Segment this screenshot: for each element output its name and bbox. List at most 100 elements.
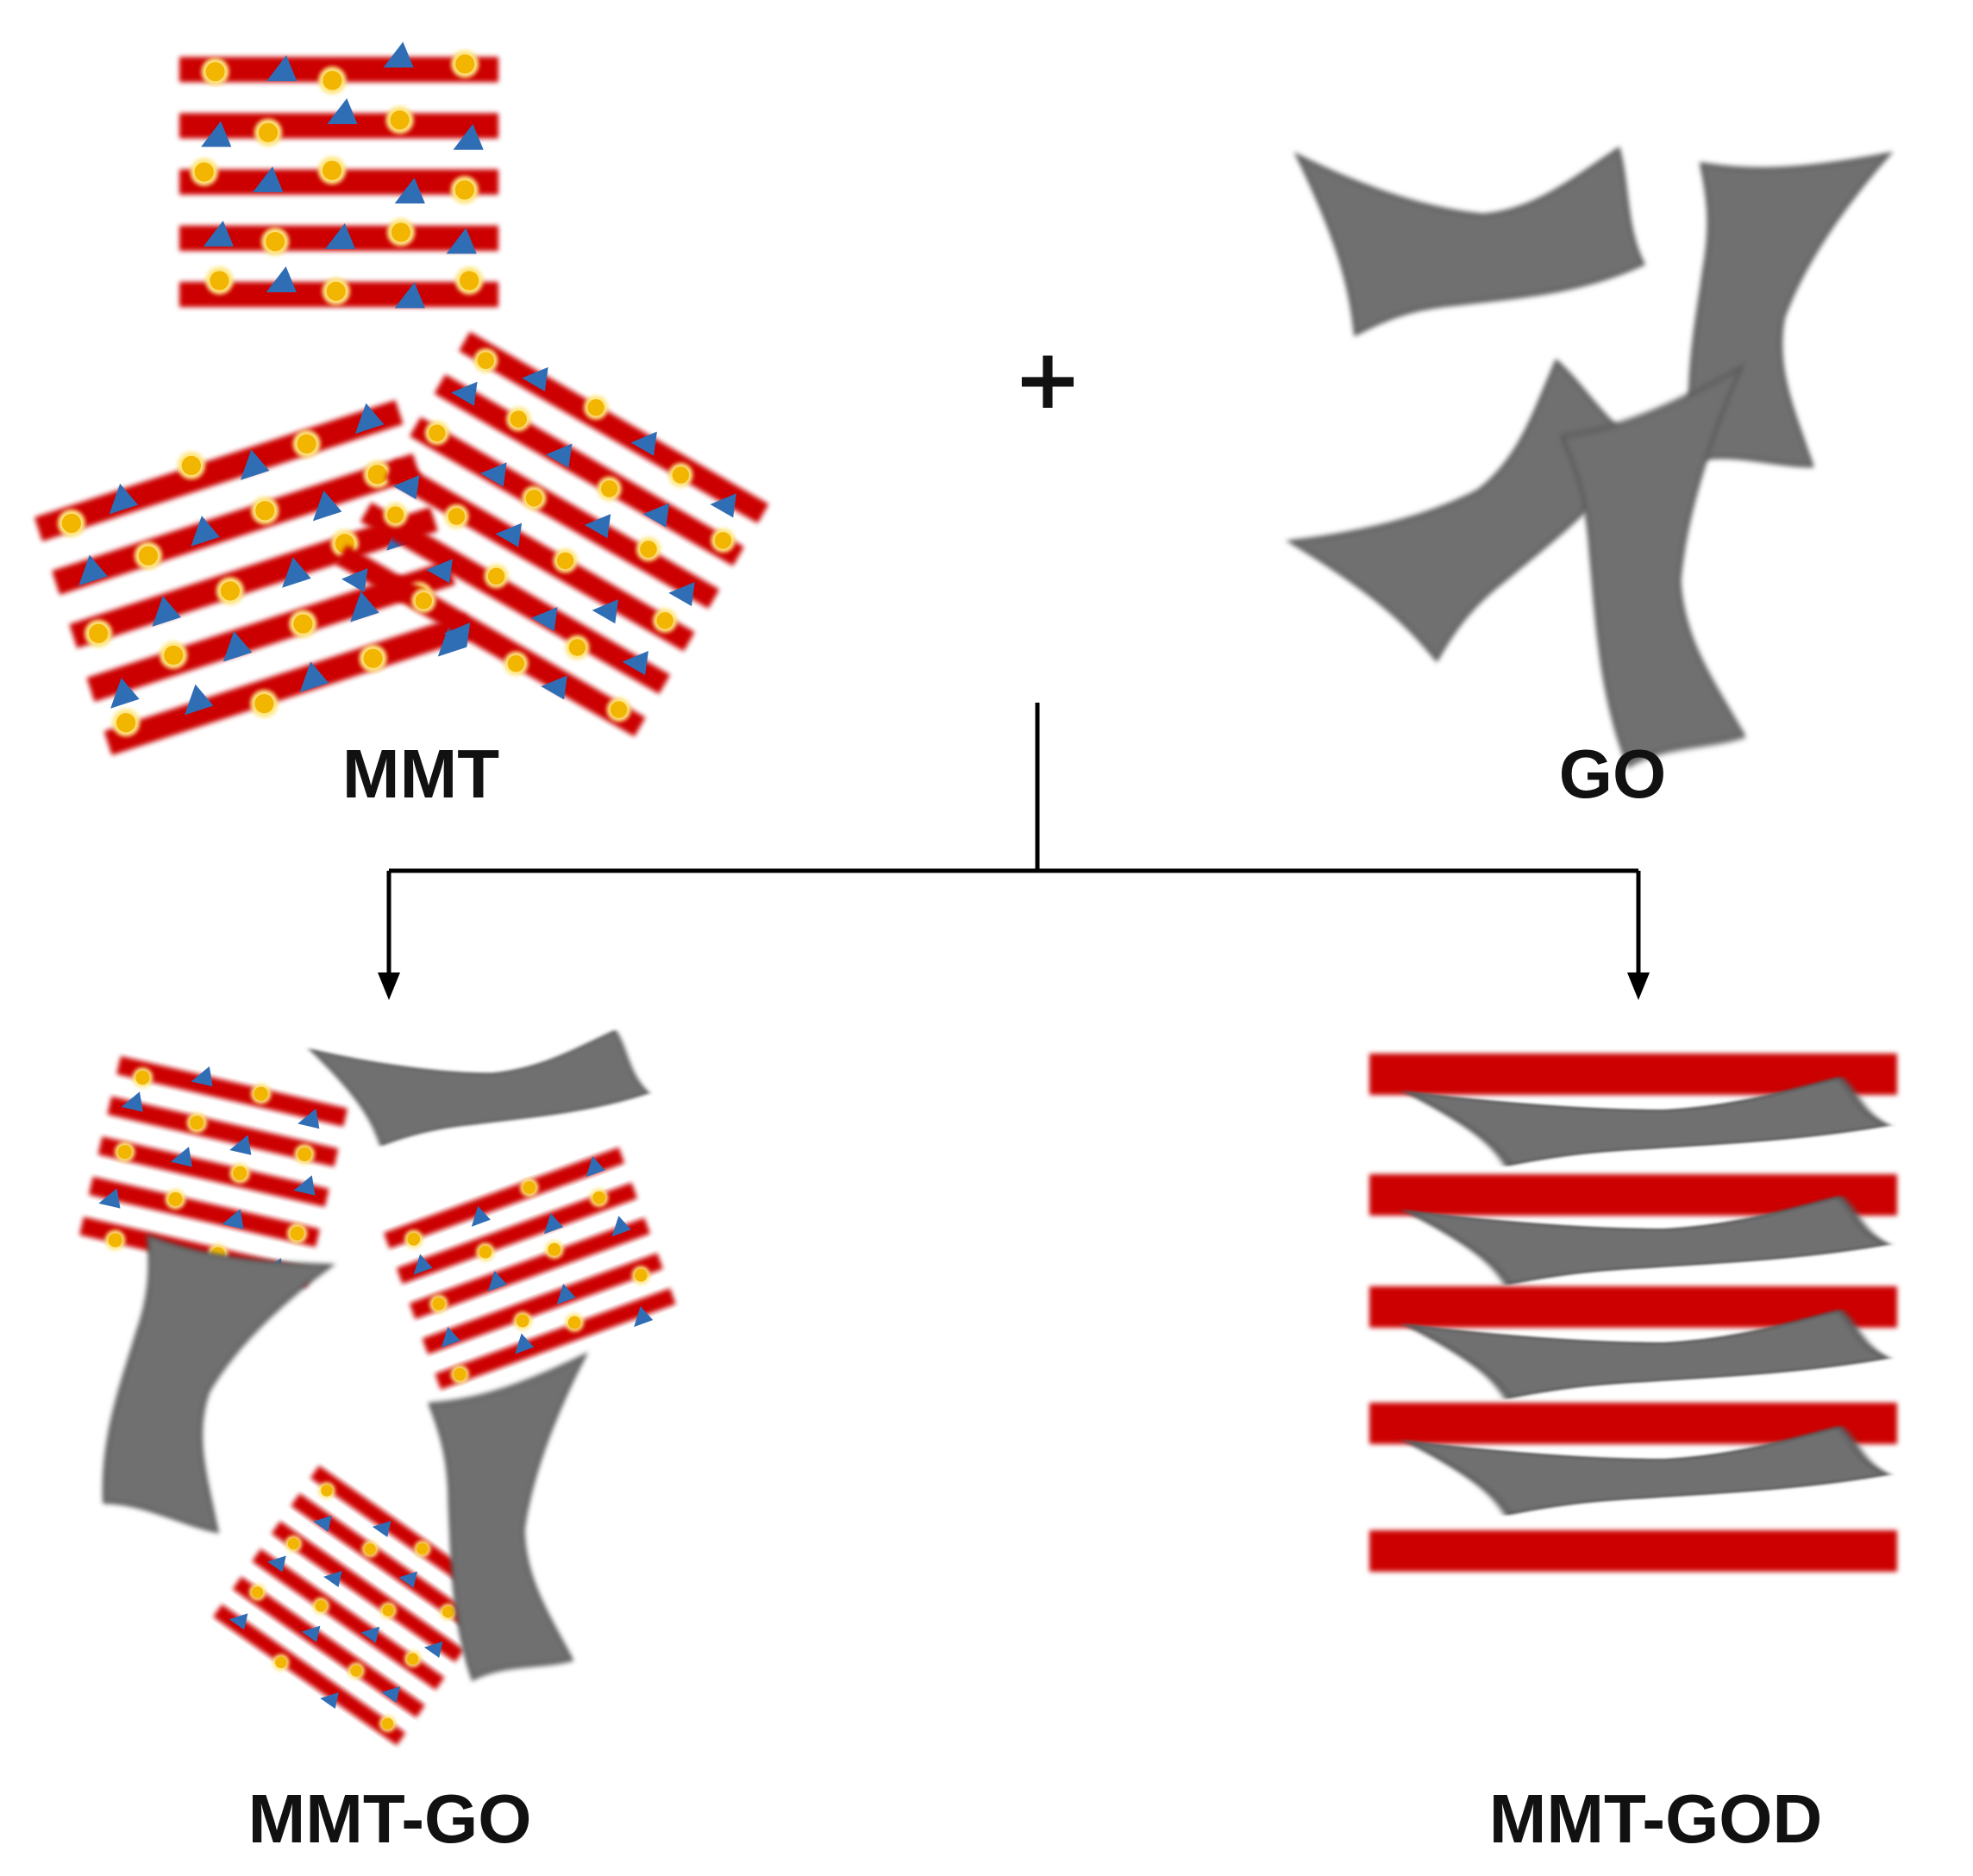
cation-dot	[275, 1656, 287, 1668]
clay-layer	[116, 1056, 348, 1127]
anion-triangle	[191, 516, 220, 547]
anion-triangle	[282, 557, 311, 588]
anion-triangle	[556, 1284, 576, 1305]
clay-layer	[107, 1096, 339, 1167]
anion-triangle	[298, 1108, 320, 1129]
anion-triangle	[109, 483, 139, 515]
cation-dot	[61, 513, 82, 534]
anion-triangle	[443, 622, 471, 647]
cation-dot	[255, 501, 275, 521]
cation-dot	[117, 1144, 132, 1160]
anion-triangle	[360, 1626, 380, 1643]
cation-dot	[258, 122, 279, 142]
cation-dot	[600, 480, 618, 497]
cation-dot	[181, 455, 201, 476]
anion-triangle	[201, 121, 232, 147]
anion-triangle	[611, 1216, 631, 1237]
cation-dot	[363, 648, 383, 668]
anion-triangle	[320, 1692, 339, 1710]
label-mmt-go: MMT-GO	[247, 1780, 532, 1857]
anion-triangle	[266, 55, 298, 82]
anion-triangle	[78, 554, 108, 586]
clay-layer	[213, 1604, 406, 1746]
cation-dot	[507, 654, 525, 672]
clay-layer	[271, 1521, 464, 1662]
cation-dot	[350, 1665, 362, 1677]
cation-dot	[634, 1268, 648, 1282]
cation-dot	[315, 1600, 327, 1612]
intercalated-structure	[1369, 1054, 1897, 1572]
cation-dot	[429, 424, 446, 442]
anion-triangle	[586, 1156, 605, 1178]
anion-triangle	[229, 1135, 252, 1155]
anion-triangle	[323, 1570, 342, 1587]
graphene-oxide-sheet-icon	[1281, 119, 1655, 360]
cation-dot	[516, 1314, 529, 1328]
cation-dot	[455, 54, 475, 74]
clay-layer	[360, 502, 671, 694]
anion-triangle	[544, 1213, 564, 1235]
label-mmt: MMT	[341, 735, 500, 812]
mixture-stack-2	[384, 1147, 676, 1390]
cation-dot	[487, 567, 505, 585]
cation-dot	[326, 281, 346, 302]
clay-layer	[97, 1136, 329, 1207]
anion-triangle	[441, 1327, 460, 1348]
anion-triangle	[191, 1066, 213, 1087]
anion-triangle	[642, 503, 670, 528]
anion-triangle	[451, 381, 478, 406]
cation-dot	[479, 1245, 492, 1259]
cation-dot	[386, 506, 404, 524]
anion-triangle	[327, 98, 358, 124]
anion-triangle	[487, 1270, 507, 1291]
cation-dot	[205, 62, 225, 82]
cation-dot	[298, 1147, 312, 1161]
anion-triangle	[426, 559, 453, 584]
cation-dot	[568, 639, 586, 656]
cation-dot	[381, 1717, 394, 1730]
anion-triangle	[381, 1686, 400, 1704]
anion-triangle	[354, 403, 385, 435]
anion-triangle	[324, 223, 356, 249]
mmt-stack-left	[34, 400, 473, 756]
cation-dot	[587, 398, 604, 416]
anion-triangle	[253, 166, 284, 193]
cation-dot	[220, 581, 241, 601]
cation-dot	[714, 532, 732, 549]
cation-dot	[525, 490, 543, 507]
anion-triangle	[471, 1205, 491, 1227]
anion-triangle	[240, 449, 270, 480]
cation-dot	[448, 508, 466, 525]
cation-dot	[656, 612, 673, 629]
cation-dot	[417, 1542, 429, 1555]
anion-triangle	[383, 41, 414, 68]
anion-triangle	[515, 1333, 535, 1354]
cation-dot	[210, 271, 229, 291]
cation-dot	[454, 180, 475, 200]
anion-triangle	[630, 431, 657, 456]
clay-layer	[396, 1182, 638, 1285]
cation-dot	[523, 1181, 536, 1194]
cation-dot	[459, 271, 479, 291]
go-sheet-1	[1281, 119, 1655, 360]
anion-triangle	[584, 514, 611, 539]
anion-triangle	[266, 266, 297, 292]
cation-dot	[567, 1316, 581, 1329]
anion-triangle	[592, 599, 619, 624]
anion-triangle	[446, 228, 477, 254]
anion-triangle	[480, 462, 507, 487]
cation-dot	[254, 1086, 268, 1101]
arrow-down-icon	[1627, 972, 1650, 1000]
cation-dot	[322, 160, 342, 180]
cation-dot	[293, 614, 313, 634]
anion-triangle	[453, 123, 484, 150]
anion-triangle	[267, 1555, 286, 1573]
cation-dot	[548, 1242, 561, 1256]
anion-triangle	[301, 1625, 321, 1642]
anion-triangle	[394, 282, 425, 309]
arrow-down-icon	[378, 972, 400, 1000]
cation-dot	[323, 71, 342, 91]
anion-triangle	[203, 220, 235, 247]
clay-layer	[409, 1217, 650, 1320]
anion-triangle	[710, 493, 736, 518]
